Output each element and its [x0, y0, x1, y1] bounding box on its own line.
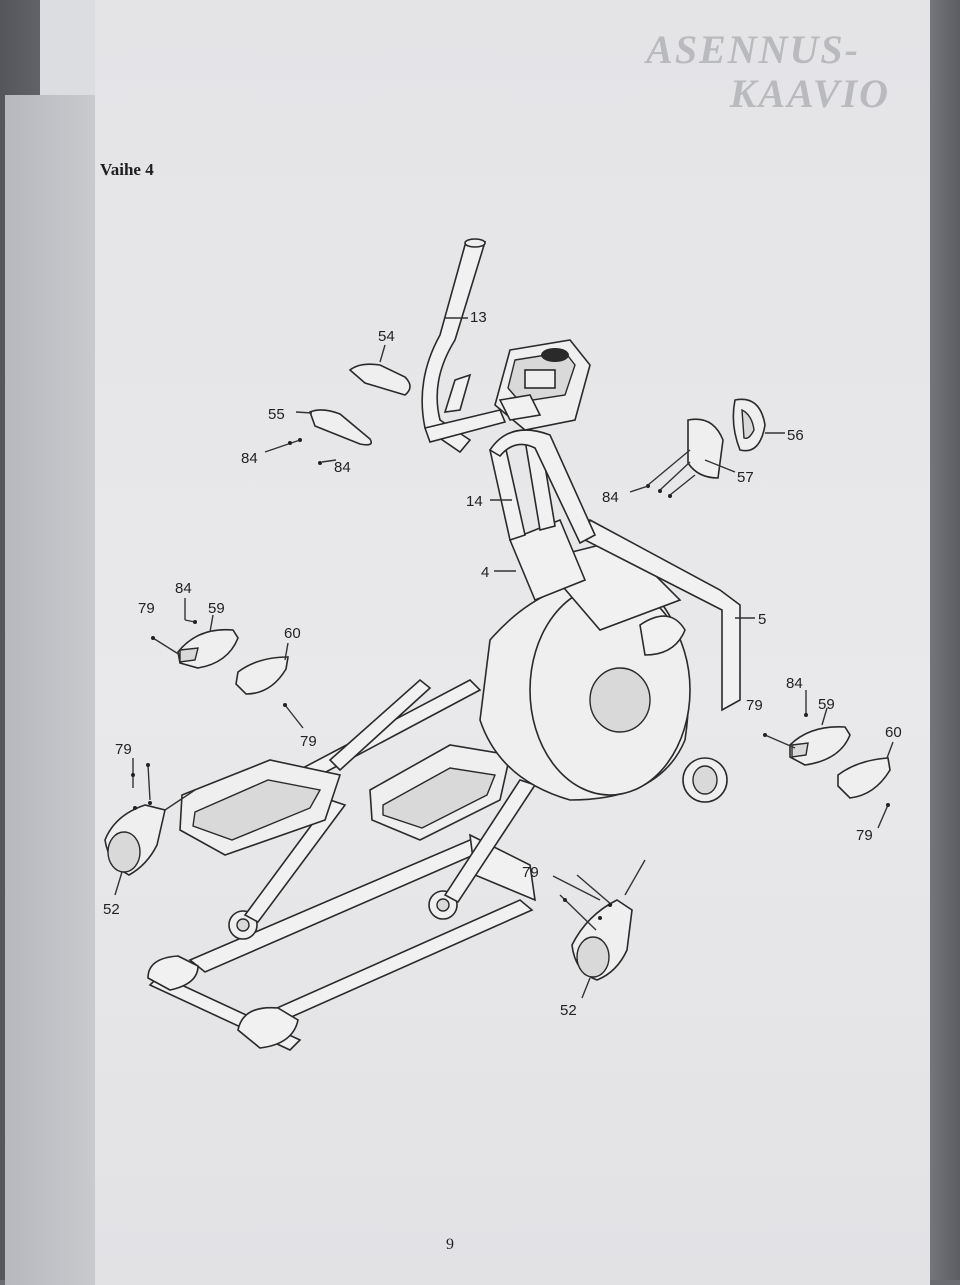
- label-52: 52: [103, 901, 120, 918]
- part-56-57-covers: [629, 398, 785, 498]
- label-79: 79: [300, 733, 317, 750]
- label-54: 54: [378, 328, 395, 345]
- part-52-right: [552, 859, 646, 999]
- label-79: 79: [522, 864, 539, 881]
- leader-lines: [445, 317, 755, 619]
- label-57: 57: [737, 469, 754, 486]
- title-line-2: KAAVIO: [729, 71, 890, 116]
- label-5: 5: [758, 611, 766, 628]
- label-60: 60: [885, 724, 902, 741]
- page-number: 9: [446, 1236, 454, 1253]
- label-52: 52: [560, 1002, 577, 1019]
- page-margin-shade: [5, 95, 95, 1285]
- label-84: 84: [334, 459, 351, 476]
- part-55-cover: [264, 409, 373, 465]
- label-55: 55: [268, 406, 285, 423]
- label-84: 84: [175, 580, 192, 597]
- part-labels: 13 54 55 84 84 56 57 84 14 4 5 84 79 59 …: [103, 309, 902, 1019]
- label-84: 84: [786, 675, 803, 692]
- label-14: 14: [466, 493, 483, 510]
- console: [494, 339, 591, 431]
- label-79: 79: [115, 741, 132, 758]
- pedals: [179, 744, 511, 856]
- label-59: 59: [208, 600, 225, 617]
- rear-frame: [584, 518, 741, 712]
- label-79: 79: [856, 827, 873, 844]
- label-13: 13: [470, 309, 487, 326]
- label-59: 59: [818, 696, 835, 713]
- part-52-left: [104, 758, 196, 896]
- part-59-60-right: [763, 690, 894, 829]
- label-84: 84: [241, 450, 258, 467]
- label-84: 84: [602, 489, 619, 506]
- label-79: 79: [746, 697, 763, 714]
- label-4: 4: [481, 564, 489, 581]
- flywheel-housing: [479, 539, 728, 803]
- console-mast: [488, 429, 597, 602]
- page-title: ASENNUS- KAAVIO: [646, 27, 888, 116]
- label-60: 60: [284, 625, 301, 642]
- label-56: 56: [787, 427, 804, 444]
- step-label: Vaihe 4: [100, 160, 154, 179]
- label-79: 79: [138, 600, 155, 617]
- part-54-cover: [348, 344, 411, 396]
- title-line-1: ASENNUS-: [646, 27, 860, 72]
- handlebar: [421, 238, 507, 454]
- part-59-60-left: [151, 598, 304, 729]
